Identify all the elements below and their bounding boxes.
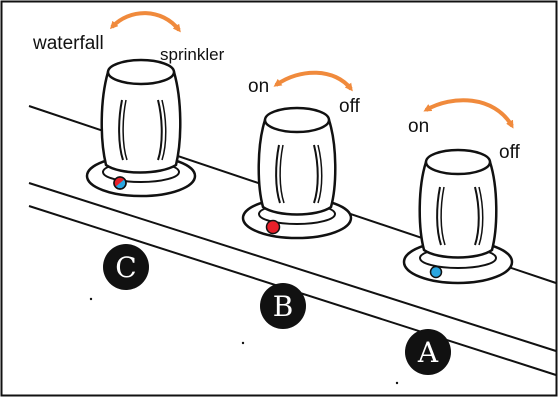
- label-sprinkler: sprinkler: [160, 45, 225, 64]
- knob-c-body: [100, 70, 182, 174]
- knob-b-groove: [275, 144, 281, 204]
- rotation-arrow-b-icon: [273, 70, 353, 92]
- label-knob-a-off: off: [499, 142, 521, 163]
- knob-c-groove: [118, 99, 124, 161]
- knob-b[interactable]: [241, 106, 353, 240]
- knob-a-groove: [436, 186, 442, 246]
- badge-b: B: [260, 283, 306, 329]
- label-knob-b-off: off: [339, 96, 361, 117]
- knob-b-indicator-icon: [265, 219, 281, 235]
- rotation-arrow-c-icon: [109, 11, 181, 33]
- badge-c-letter: C: [115, 251, 136, 284]
- badge-a-letter: A: [417, 336, 439, 369]
- badge-c: C: [103, 244, 149, 290]
- label-waterfall: waterfall: [32, 33, 104, 54]
- label-knob-a-on: on: [408, 116, 429, 137]
- knob-c-indicator-icon: [113, 176, 127, 190]
- badge-a: A: [405, 329, 451, 375]
- knob-c[interactable]: [85, 58, 197, 198]
- knob-a[interactable]: [402, 148, 514, 285]
- knob-b-top: [263, 106, 331, 134]
- stray-dots: [89, 297, 399, 385]
- knob-b-body: [257, 118, 337, 216]
- knob-a-indicator-icon: [429, 265, 443, 279]
- knob-c-top: [106, 58, 176, 86]
- rotation-arrow-a-icon: [423, 98, 514, 129]
- label-knob-b-on: on: [248, 76, 269, 97]
- knob-a-top: [424, 148, 492, 176]
- knob-a-body: [418, 160, 498, 259]
- badge-b-letter: B: [273, 290, 294, 323]
